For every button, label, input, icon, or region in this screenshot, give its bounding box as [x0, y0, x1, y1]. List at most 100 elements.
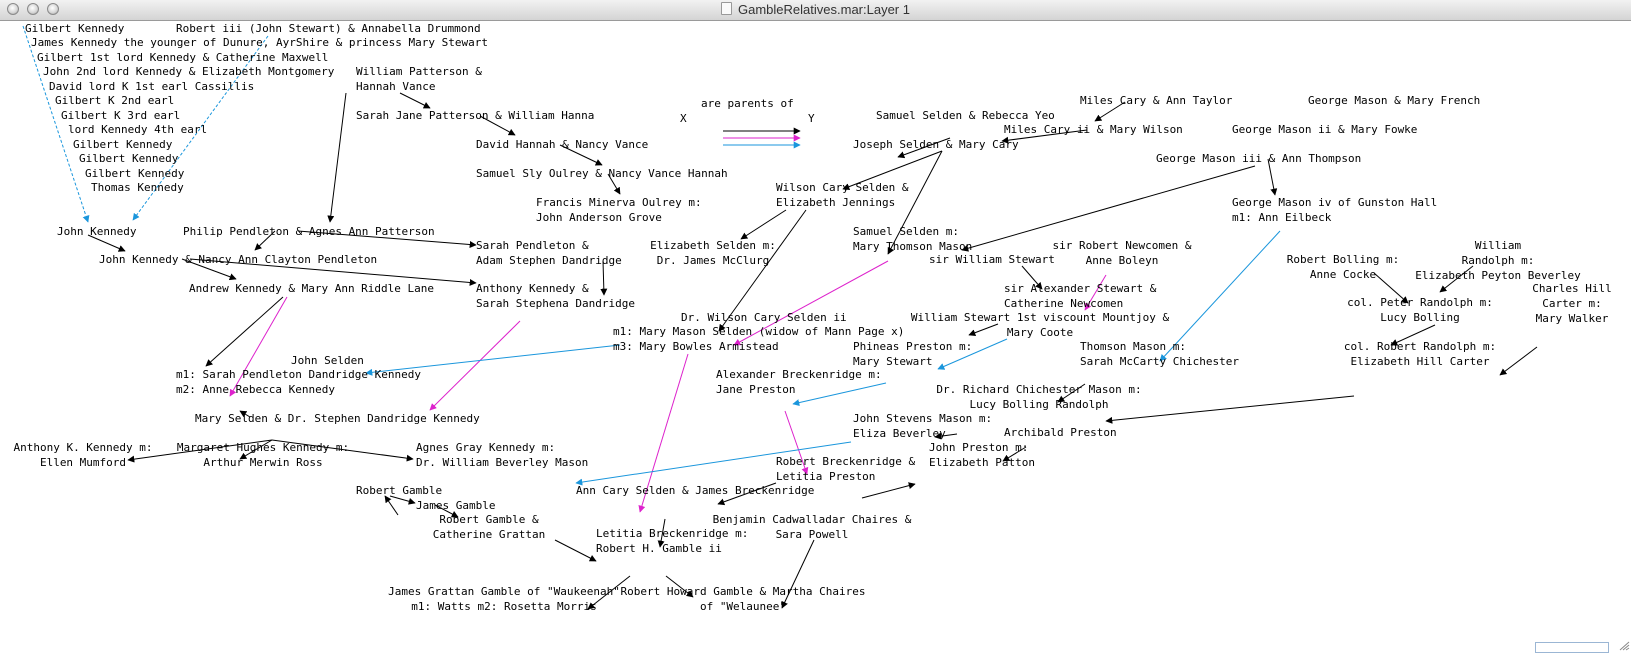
relationship-arrow	[365, 344, 621, 376]
node-sarah-jane-patterson[interactable]: Sarah Jane Patterson & William Hanna	[356, 109, 595, 122]
zoom-window-button[interactable]	[47, 3, 59, 15]
relationship-arrow	[554, 539, 597, 562]
node-archibald-preston[interactable]: Archibald Preston	[1004, 426, 1117, 439]
close-window-button[interactable]	[7, 3, 19, 15]
node-gilbert-kennedy-c[interactable]: Gilbert Kennedy	[85, 167, 185, 180]
node-andrew-kennedy[interactable]: Andrew Kennedy & Mary Ann Riddle Lane	[189, 282, 435, 295]
node-col-peter-randolph[interactable]: col. Peter Randolph m: Lucy Bolling	[1347, 296, 1493, 324]
node-gilbert-kennedy-a[interactable]: Gilbert Kennedy	[73, 138, 173, 151]
relationship-arrow	[600, 260, 608, 296]
node-agnes-gray[interactable]: Agnes Gray Kennedy m: Dr. William Beverl…	[416, 441, 589, 469]
node-robert-breckenridge[interactable]: Robert Breckenridge & Letitia Preston	[776, 455, 916, 483]
node-letitia-breckenridge[interactable]: Letitia Breckenridge m: Robert H. Gamble…	[596, 527, 749, 555]
relationship-arrow	[189, 258, 477, 286]
node-sir-robert-newcomen[interactable]: sir Robert Newcomen & Anne Boleyn	[1052, 239, 1192, 267]
node-joseph-selden[interactable]: Joseph Selden & Mary Cary	[853, 138, 1019, 151]
relationship-arrow	[887, 150, 943, 255]
node-miles-cary-ii[interactable]: Miles Cary ii & Mary Wilson	[1004, 123, 1183, 136]
node-robert-bolling[interactable]: Robert Bolling m: Anne Cocke	[1286, 253, 1400, 281]
relationship-arrow	[205, 296, 284, 367]
node-ann-cary-selden[interactable]: Ann Cary Selden & James Breckenridge	[576, 484, 815, 497]
node-gilbert-1st-lord[interactable]: Gilbert 1st lord Kennedy & Catherine Max…	[37, 51, 329, 64]
node-william-stewart-1st[interactable]: William Stewart 1st viscount Mountjoy & …	[910, 311, 1170, 339]
node-george-mason-ii[interactable]: George Mason ii & Mary Fowke	[1232, 123, 1418, 136]
relationship-arrow	[239, 439, 273, 460]
node-sir-alexander-stewart[interactable]: sir Alexander Stewart & Catherine Newcom…	[1004, 282, 1157, 310]
diagram-canvas[interactable]: are parents of X Y Gilbert Kennedy Rober…	[0, 21, 1631, 653]
relationship-arrow	[575, 441, 852, 486]
node-benjamin-chaires[interactable]: Benjamin Cadwalladar Chaires & Sara Powe…	[712, 513, 912, 541]
node-samuel-selden-mary[interactable]: Samuel Selden m: Mary Thomson Mason	[853, 225, 973, 253]
text-entry-box[interactable]	[1535, 642, 1609, 653]
node-anthony-kennedy-sarah[interactable]: Anthony Kennedy & Sarah Stephena Dandrid…	[476, 282, 635, 310]
node-mary-selden[interactable]: Mary Selden & Dr. Stephen Dandridge Kenn…	[195, 412, 480, 425]
relationship-arrow	[861, 482, 916, 499]
relationship-arrow	[384, 495, 399, 516]
relationship-arrow	[271, 439, 414, 462]
relationship-arrow	[665, 575, 694, 598]
node-mary-mason-selden[interactable]: m1: Mary Mason Selden (widow of Mann Pag…	[613, 325, 905, 353]
relationship-arrow	[479, 115, 516, 136]
node-lord-kennedy-4th[interactable]: lord Kennedy 4th earl	[68, 123, 208, 136]
node-robert-howard-gamble[interactable]: Robert Howard Gamble & Martha Chaires of…	[620, 585, 866, 613]
node-wilson-cary-selden[interactable]: Wilson Cary Selden & Elizabeth Jennings	[776, 181, 909, 209]
node-sarah-pendleton[interactable]: Sarah Pendleton & Adam Stephen Dandridge	[476, 239, 622, 267]
node-james-kennedy-younger[interactable]: James Kennedy the younger of Dunure, Ayr…	[31, 36, 488, 49]
relationship-arrow	[127, 439, 273, 463]
relationship-arrow	[897, 137, 951, 159]
node-gilbert-kennedy-b[interactable]: Gilbert Kennedy	[79, 152, 179, 165]
node-elizabeth-selden[interactable]: Elizabeth Selden m: Dr. James McClurg	[650, 239, 776, 267]
node-john-preston[interactable]: John Preston m: Elizabeth Patton	[929, 441, 1035, 469]
node-john-kennedy-nancy[interactable]: John Kennedy & Nancy Ann Clayton Pendlet…	[99, 253, 378, 266]
node-robert-gamble[interactable]: Robert Gamble	[356, 484, 443, 497]
node-gilbert-2nd-earl[interactable]: Gilbert K 2nd earl	[55, 94, 175, 107]
node-james-gamble[interactable]: James Gamble	[416, 499, 496, 512]
relationship-arrow	[1373, 272, 1409, 304]
node-john-2nd-lord[interactable]: John 2nd lord Kennedy & Elizabeth Montgo…	[43, 65, 335, 78]
node-margaret-hughes[interactable]: Margaret Hughes Kennedy m: Arthur Merwin…	[176, 441, 350, 469]
node-william-patterson[interactable]: William Patterson & Hannah Vance	[356, 65, 482, 93]
node-philip-pendleton[interactable]: Philip Pendleton & Agnes Ann Patterson	[183, 225, 435, 238]
node-samuel-sly-oulrey[interactable]: Samuel Sly Oulrey & Nancy Vance Hannah	[476, 167, 728, 180]
node-george-mason-iv[interactable]: George Mason iv of Gunston Hall m1: Ann …	[1232, 196, 1438, 224]
node-william-randolph[interactable]: William Randolph m: Elizabeth Peyton Bev…	[1415, 239, 1581, 282]
relationship-arrow	[1094, 101, 1126, 122]
relationship-arrow	[934, 432, 958, 440]
node-james-grattan-gamble[interactable]: James Grattan Gamble of "Waukeenah" m1: …	[388, 585, 620, 613]
relationship-arrow	[254, 230, 276, 251]
node-gilbert-3rd-earl[interactable]: Gilbert K 3rd earl	[61, 109, 181, 122]
node-john-stevens-mason[interactable]: John Stevens Mason m: Eliza Beverley	[853, 412, 993, 440]
window-title-bar: GambleRelatives.mar:Layer 1	[0, 0, 1631, 21]
node-david-lord[interactable]: David lord K 1st earl Cassillis	[49, 80, 255, 93]
relationship-arrow	[297, 230, 477, 248]
legend-x: X	[680, 112, 687, 125]
node-samuel-selden-rebecca[interactable]: Samuel Selden & Rebecca Yeo	[876, 109, 1055, 122]
node-john-selden[interactable]: John Selden	[291, 354, 364, 367]
node-robert-gamble-catherine[interactable]: Robert Gamble & Catherine Grattan	[432, 513, 546, 541]
node-robert-iii[interactable]: Robert iii (John Stewart) & Annabella Dr…	[176, 22, 481, 35]
node-miles-cary-taylor[interactable]: Miles Cary & Ann Taylor	[1080, 94, 1233, 107]
node-anthony-k-kennedy[interactable]: Anthony K. Kennedy m: Ellen Mumford	[13, 441, 153, 469]
node-gilbert-kennedy-top[interactable]: Gilbert Kennedy	[25, 22, 125, 35]
relationship-arrow	[1267, 158, 1278, 196]
node-david-hannah[interactable]: David Hannah & Nancy Vance	[476, 138, 649, 151]
relationship-arrow	[1390, 324, 1436, 346]
node-francis-minerva[interactable]: Francis Minerva Oulrey m: John Anderson …	[536, 196, 702, 224]
relationship-arrow	[1105, 395, 1355, 424]
node-col-robert-randolph[interactable]: col. Robert Randolph m: Elizabeth Hill C…	[1343, 340, 1497, 368]
node-sir-william-stewart[interactable]: sir William Stewart	[929, 253, 1055, 266]
node-charles-hill-carter[interactable]: Charles Hill Carter m: Mary Walker	[1532, 282, 1612, 325]
node-phineas-preston[interactable]: Phineas Preston m: Mary Stewart	[853, 340, 973, 368]
relationship-arrow	[181, 258, 237, 281]
minimize-window-button[interactable]	[27, 3, 39, 15]
node-thomas-kennedy[interactable]: Thomas Kennedy	[91, 181, 184, 194]
node-dr-richard-mason[interactable]: Dr. Richard Chichester Mason m: Lucy Bol…	[936, 383, 1142, 411]
node-george-mason-iii[interactable]: George Mason iii & Ann Thompson	[1156, 152, 1362, 165]
node-thomson-mason[interactable]: Thomson Mason m: Sarah McCarty Chicheste…	[1080, 340, 1239, 368]
node-sarah-pendleton-kennedy[interactable]: m1: Sarah Pendleton Dandridge Kennedy m2…	[176, 368, 422, 396]
node-george-mason-french[interactable]: George Mason & Mary French	[1308, 94, 1481, 107]
resize-grip-icon[interactable]	[1612, 639, 1630, 651]
node-john-kennedy[interactable]: John Kennedy	[57, 225, 137, 238]
node-alexander-breckenridge[interactable]: Alexander Breckenridge m: Jane Preston	[716, 368, 882, 396]
node-dr-wilson-cary-selden[interactable]: Dr. Wilson Cary Selden ii	[681, 311, 847, 324]
